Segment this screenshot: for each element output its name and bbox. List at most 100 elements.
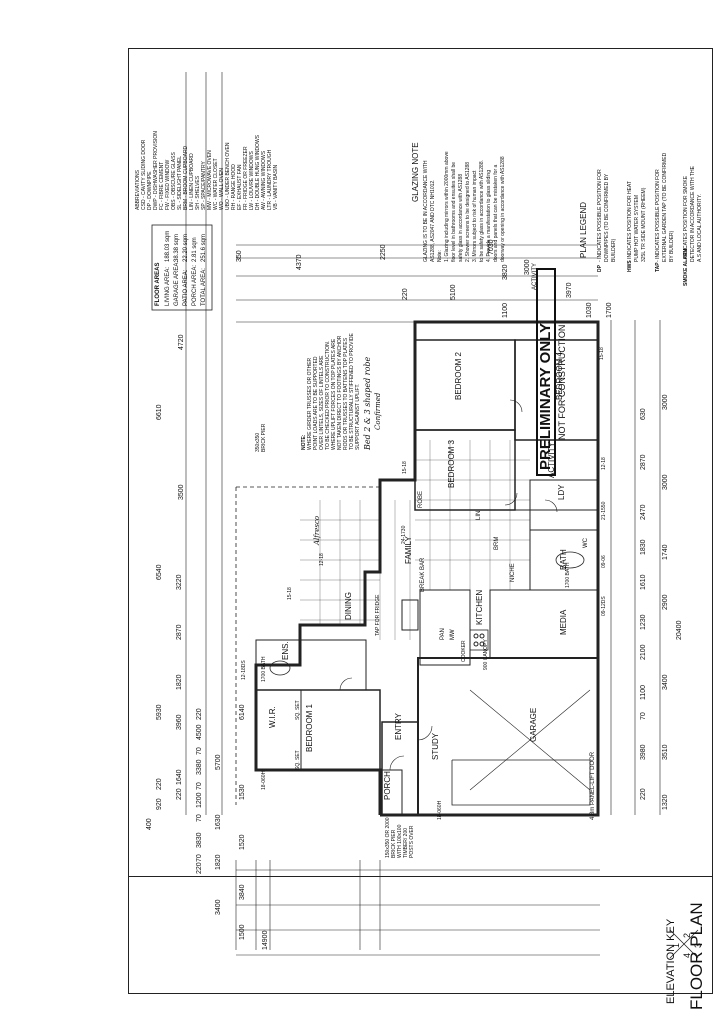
dim: 5100 [450,284,457,300]
niche-label: NICHE [510,563,516,582]
dim: 2100 [640,644,647,660]
room-ens: ENS. [281,641,290,660]
room-porch: PORCH [383,771,392,800]
glazing-line: 2. Shower screens to be designed to AS12… [465,161,471,262]
elevation-key-num-3: 3 [693,942,703,948]
dim: 1500 [239,924,246,940]
dim: 2870 [176,624,183,640]
room-garage: GARAGE [529,707,538,742]
preliminary-stamp [536,268,556,476]
garage-door-label: 4.8m PANEL-LIFT DOOR [590,751,596,820]
window-code: 09-06 [601,555,607,568]
dim: 3400 [215,899,222,915]
area-label: PORCH AREA: [192,264,198,306]
pan-label: PAN [440,628,446,640]
floor-areas-box [151,224,213,311]
dim: 1700 [606,302,613,318]
breakbar-label: BREAK BAR [420,557,426,592]
sq-set-label: SQ. SET [295,700,301,720]
dim: 3510 [662,744,669,760]
dim: 6610 [156,404,163,420]
area-label: TOTAL AREA: [201,268,207,306]
cooker-label: COOKER [461,640,467,662]
dim: 3000 [662,474,669,490]
door-swings [339,399,558,771]
dim: 6540 [156,564,163,580]
room-media: MEDIA [559,609,568,635]
legend-text: - INDICATES POSITION FOR HEAT [627,181,633,262]
glazing-line: 3. Mirrors subject to risk of human impa… [472,170,478,262]
robe-label: ROBE [418,490,424,508]
abbr-line: VB - VANITY BASIN [273,164,279,210]
dim: 4500 [196,724,203,740]
window-code: 12-18 [319,553,325,566]
dim: 1030 [586,302,593,318]
dimension-lines [185,72,661,956]
legend-text: - INDICATES POSITION FOR SMOKE [683,175,689,262]
legend-text: BY BUILDER) [669,230,675,262]
bedroom1-walls [255,689,381,771]
area-value: 188.03 sqm [165,230,171,262]
area-value: 22.20 sqm [183,233,189,262]
dim: 630 [640,408,647,420]
garage-walls [417,657,599,816]
dim: 7030 [488,239,495,255]
dim: 70 [196,747,203,755]
dim: 2250 [380,244,387,260]
dim: 3970 [566,282,573,298]
wc-label: WC [583,538,589,548]
window-code: 15-18 [599,347,605,360]
legend-text: EXTERNAL GARDEN TAP (TO BE CONFIRMED [662,152,668,262]
legend-text: A.S AND LOCAL AUTHORITY. [697,193,703,262]
glazing-line: 1. Glazing including mirrors within 2000… [444,151,450,262]
window-code: 24-1730 [401,525,407,544]
dim: 1230 [640,614,647,630]
legend-text: PUMP HOT WATER SYSTEM [634,194,640,262]
legend-text: DOWNPIPES (TO BE CONFIRMED BY [604,173,610,262]
struct-line: SUPPORT AGAINST UPLIFT. [355,383,361,450]
dim: 2900 [662,594,669,610]
glazing-line: AS1288, AS2047 AND DTC NH1012. [430,179,436,262]
ensuite-walls [255,639,367,691]
dim: 920 [156,798,163,810]
dim: 220 [196,708,203,720]
brick-pier-label: BRICK PIER [261,423,267,452]
dim: 1100 [502,302,509,318]
room-alfresco: Alfresco [313,515,321,545]
window-code: 21-1550 [601,501,607,520]
room-bedroom2: BEDROOM 2 [454,351,463,400]
dim: 2870 [640,454,647,470]
glazing-line: GLAZING IS TO BE IN ACCORDANCE WITH [423,160,429,263]
dim: 1200 [196,792,203,808]
floor-tile-grid [300,440,530,640]
mw-label: MW [450,629,456,640]
media-walls [489,589,599,659]
dim: 1530 [239,784,246,800]
area-value: 251.6 sqm [201,233,207,262]
floor-areas-heading: FLOOR AREAS [155,262,161,306]
dim: 1640 [176,769,183,785]
ens-bath-label: 1700 BATH [261,656,267,682]
sheet-border [128,48,713,994]
dim: 400 [146,818,153,830]
room-entry: ENTRY [394,713,403,740]
legend-text: - INDICATES POSSIBLE POSITION FOR [597,169,603,262]
dim: 350 [236,250,243,262]
lin-label: LIN [476,510,482,520]
dim: 70 [196,854,203,862]
room-ldy: LDY [557,484,566,500]
dim: 3000 [524,259,531,275]
dim: 1630 [215,814,222,830]
dim: 70 [196,814,203,822]
dim: 220 [176,788,183,800]
window-code: 12-18DS [241,660,247,680]
room-wir: W.I.R. [268,706,277,728]
canopy-label: 900 CANOPY [483,639,489,670]
window-code: 18-060H [437,800,443,820]
legend-text: BUILDER) [611,238,617,262]
room-bedroom1: BEDROOM 1 [305,703,314,752]
room-bedroom4: BEDROOM 4 [555,351,564,400]
porch-walls [381,769,403,816]
cooktop [469,629,489,651]
